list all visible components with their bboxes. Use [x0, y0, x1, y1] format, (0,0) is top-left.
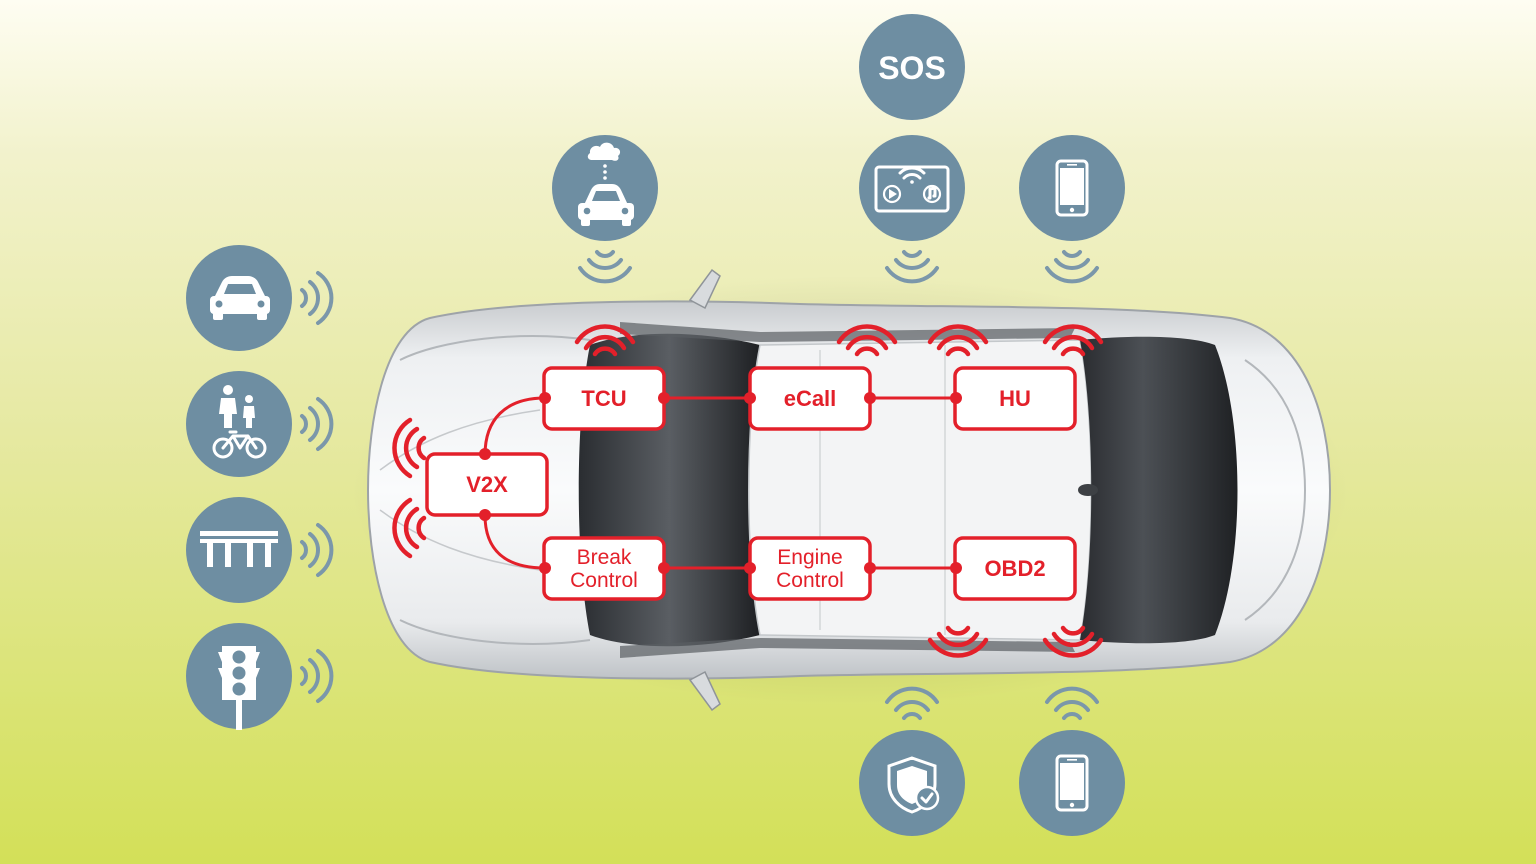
- signal-waves-icon: [574, 324, 636, 357]
- pedestrian-node: [186, 371, 292, 477]
- ecu-engine-control: Engine Control: [748, 536, 872, 601]
- signal-waves-icon: [392, 417, 427, 479]
- signal-waves-icon: [578, 250, 1099, 284]
- traffic-light-node: [186, 623, 292, 730]
- signal-waves-icon: [300, 271, 334, 703]
- ecu-v2x-label: V2X: [466, 472, 508, 497]
- ecu-engine-control-label-line1: Engine: [777, 546, 842, 569]
- infotainment-node: [859, 135, 965, 241]
- ecu-break-control: Break Control: [542, 536, 666, 601]
- sos-node: SOS: [859, 14, 965, 120]
- ecu-obd2: OBD2: [953, 536, 1077, 601]
- signal-waves-icon: [927, 625, 989, 658]
- traffic-light-icon: [218, 646, 260, 730]
- security-node: [859, 730, 965, 836]
- smartphone-node-top: [1019, 135, 1125, 241]
- car-wireless-signals: [392, 324, 1104, 658]
- signal-waves-icon: [836, 324, 898, 357]
- ecu-engine-control-label-line2: Control: [776, 569, 844, 592]
- bottom-external-icons: [859, 686, 1125, 836]
- ecu-break-control-label-line1: Break: [577, 546, 632, 569]
- signal-waves-icon: [927, 324, 989, 357]
- signal-waves-icon: [885, 686, 1099, 720]
- ecu-ecall-label: eCall: [784, 386, 837, 411]
- ecu-v2x: V2X: [425, 452, 549, 517]
- ecu-obd2-label: OBD2: [984, 556, 1045, 581]
- smartphone-node-bottom: [1019, 730, 1125, 836]
- cloud-node: [552, 135, 658, 241]
- infotainment-icon: [874, 165, 950, 213]
- signal-waves-icon: [1042, 324, 1104, 357]
- top-external-icons: SOS: [552, 14, 1125, 284]
- security-shield-icon: [887, 756, 940, 814]
- sos-label: SOS: [878, 50, 946, 86]
- ecu-ecall: eCall: [748, 366, 872, 431]
- signal-waves-icon: [1042, 625, 1104, 658]
- ecu-network: TCU eCall HU V2X Break Control Engine Co…: [425, 366, 1077, 601]
- ecu-hu-label: HU: [999, 386, 1031, 411]
- car-icon: [210, 276, 270, 320]
- smartphone-icon: [1055, 754, 1089, 812]
- bridge-icon: [200, 531, 278, 567]
- ecu-tcu: TCU: [542, 366, 666, 431]
- ecu-tcu-label: TCU: [581, 386, 626, 411]
- ecu-break-control-label-line2: Control: [570, 569, 638, 592]
- vehicle-node: [186, 245, 292, 351]
- signal-waves-icon: [392, 497, 427, 559]
- ecu-hu: HU: [953, 366, 1077, 431]
- pedestrian-bicycle-icon: [212, 385, 267, 459]
- left-external-icons: [186, 245, 334, 730]
- infrastructure-node: [186, 497, 292, 603]
- cloud-connected-car-icon: [578, 142, 634, 226]
- smartphone-icon: [1055, 159, 1089, 217]
